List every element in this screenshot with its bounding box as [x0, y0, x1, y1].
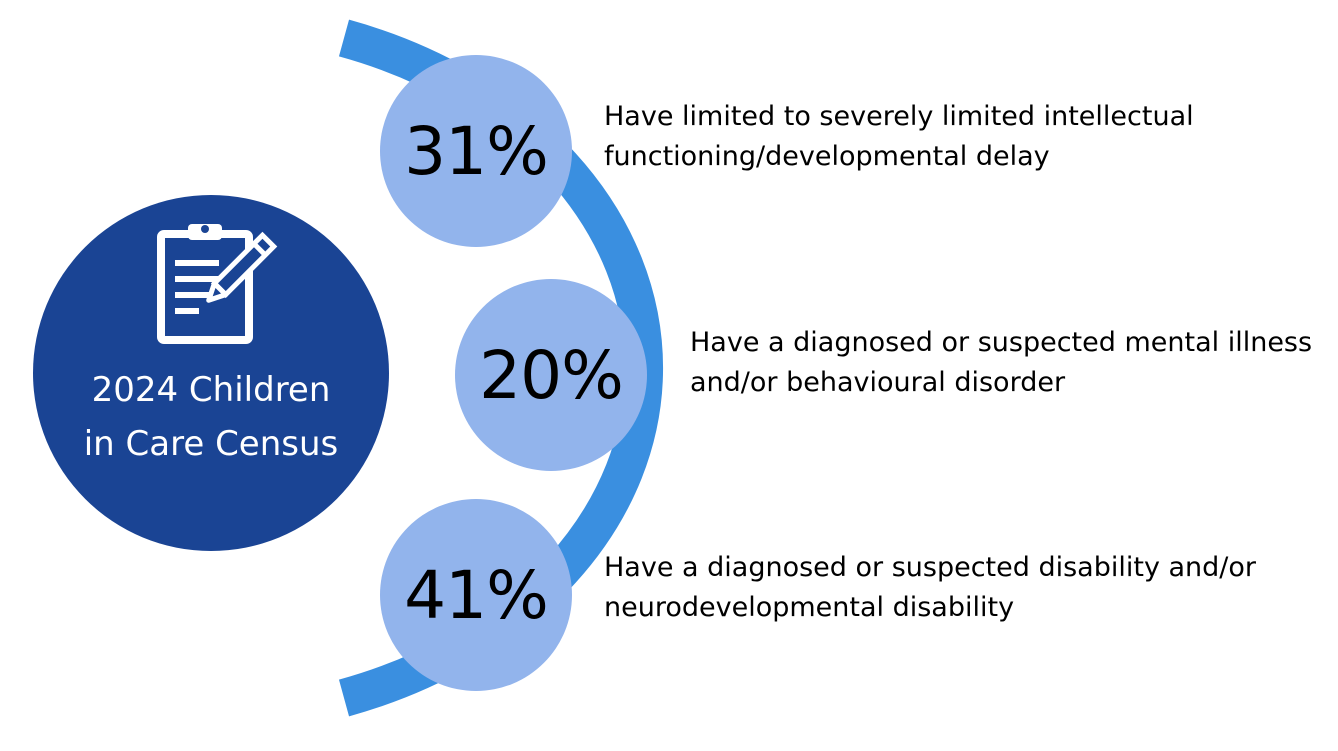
- census-title: 2024 Children in Care Census: [33, 363, 389, 471]
- stat-description-line: neurodevelopmental disability: [604, 592, 1015, 623]
- stat-description-line: Have a diagnosed or suspected disability…: [604, 552, 1257, 583]
- stat-value: 31%: [404, 112, 549, 190]
- clipboard-pencil-icon: [157, 224, 278, 344]
- stat-value: 20%: [479, 336, 624, 414]
- stat-description-line: functioning/developmental delay: [604, 141, 1050, 172]
- stat-circle-disability: 41%: [380, 499, 572, 691]
- stat-circle-mental-illness: 20%: [455, 279, 647, 471]
- census-circle: 2024 Children in Care Census: [33, 195, 389, 551]
- stat-description-disability: Have a diagnosed or suspected disability…: [604, 548, 1256, 628]
- stat-description-line: and/or behavioural disorder: [690, 367, 1066, 398]
- census-title-line2: in Care Census: [83, 424, 339, 464]
- stat-description-line: Have a diagnosed or suspected mental ill…: [690, 327, 1313, 358]
- stat-description-mental-illness: Have a diagnosed or suspected mental ill…: [690, 323, 1312, 403]
- stat-description-intellectual: Have limited to severely limited intelle…: [604, 97, 1194, 177]
- stat-circle-intellectual: 31%: [380, 55, 572, 247]
- census-title-line1: 2024 Children: [91, 370, 331, 410]
- stat-value: 41%: [404, 556, 549, 634]
- stat-description-line: Have limited to severely limited intelle…: [604, 101, 1194, 132]
